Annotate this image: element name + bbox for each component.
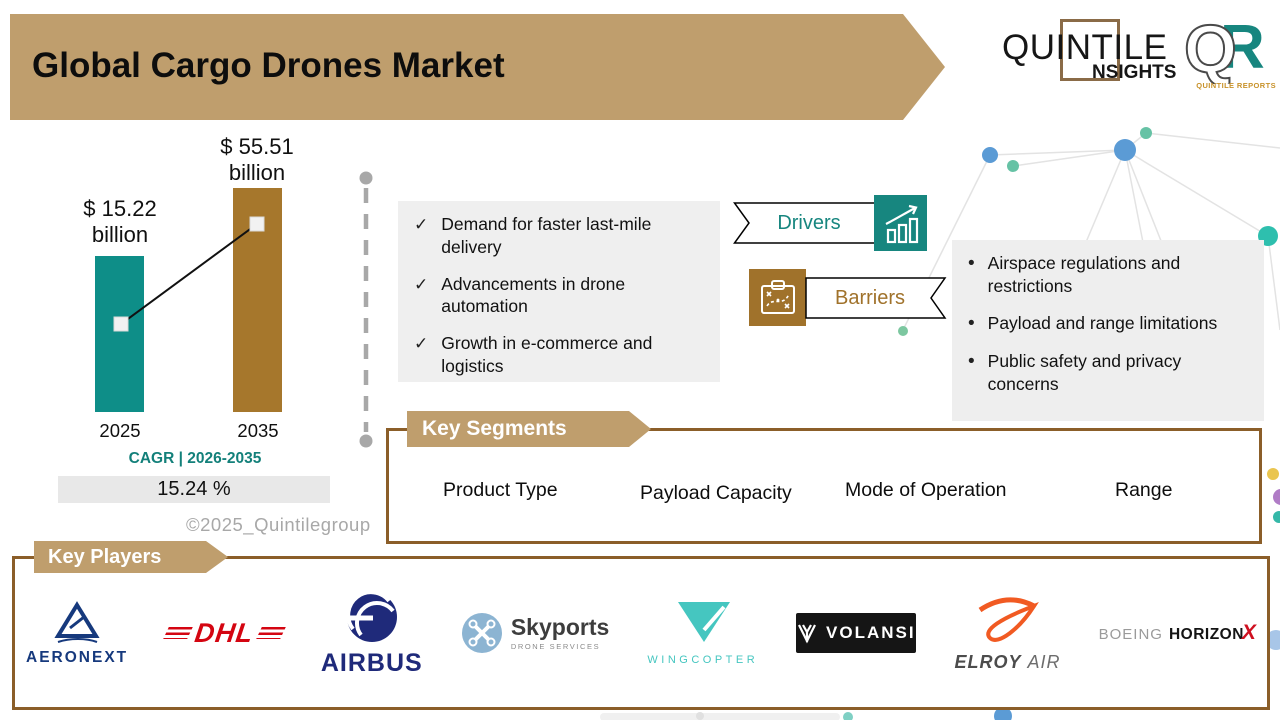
svg-text:R: R	[1220, 13, 1265, 82]
logo-airbus: AIRBUS	[321, 589, 423, 678]
value-label-2035: $ 55.51 billion	[220, 134, 294, 185]
logo-square-frame	[1060, 19, 1120, 81]
axis-label-2035: 2035	[237, 420, 279, 441]
volansi-v-icon	[798, 624, 817, 644]
logo-skyports: Skyports DRONE SERVICES	[461, 612, 609, 654]
bar-2025	[95, 256, 144, 412]
growth-chart-icon	[885, 204, 918, 244]
drivers-ribbon: Drivers	[733, 202, 877, 244]
cagr-value: 15.24 %	[58, 476, 330, 503]
quintile-reports-logo: R Q QUINTILE REPORTS	[1183, 8, 1276, 90]
barrier-item: Payload and range limitations	[968, 312, 1252, 337]
key-players-logos: AERONEXT DHL AIRBUS	[26, 568, 1256, 698]
qr-tagline: QUINTILE REPORTS	[1196, 81, 1276, 90]
key-segments-banner: Key Segments	[407, 411, 651, 447]
horizonx-x-mark: X	[1241, 621, 1256, 644]
logo-dhl: DHL	[163, 618, 286, 649]
qr-monogram-icon: R Q	[1183, 10, 1265, 88]
strategy-clipboard-icon	[760, 279, 795, 314]
barrier-item: Public safety and privacy concerns	[968, 350, 1252, 396]
quintile-insights-logo: QUINTILE NSIGHTS	[1002, 19, 1180, 100]
logo-aeronext: AERONEXT	[26, 600, 128, 667]
logo-elroy-air: ELROY AIR	[954, 594, 1060, 673]
driver-item: Advancements in drone automation	[414, 273, 708, 319]
logo-wingcopter: WINGCOPTER	[647, 600, 758, 666]
axis-label-2025: 2025	[99, 420, 141, 441]
insights-wordmark: NSIGHTS	[1092, 62, 1177, 83]
airbus-roundel-icon	[346, 589, 397, 642]
barrier-item: Airspace regulations and restrictions	[968, 252, 1252, 298]
bullet-icon	[968, 350, 975, 396]
key-players-banner: Key Players	[34, 541, 228, 573]
drivers-label: Drivers	[777, 212, 841, 234]
svg-text:Q: Q	[1184, 11, 1237, 84]
trend-line	[113, 216, 265, 332]
page-title: Global Cargo Drones Market	[32, 46, 505, 85]
drivers-list: Demand for faster last-mile delivery Adv…	[398, 201, 720, 382]
skyports-drone-icon	[461, 613, 502, 653]
wingcopter-triangle-icon	[677, 602, 730, 642]
copyright-watermark: ©2025_Quintilegroup	[186, 514, 371, 535]
barriers-label: Barriers	[834, 287, 905, 309]
logo-boeing-horizonx: BOEING HORIZON X	[1098, 621, 1256, 644]
key-players-box	[12, 556, 1270, 710]
barriers-list: Airspace regulations and restrictions Pa…	[952, 240, 1264, 421]
bullet-icon	[968, 252, 975, 298]
ribbon-shape	[733, 202, 877, 244]
logo-volansi: VOLANSI	[796, 613, 917, 653]
cagr-label: CAGR | 2026-2035	[128, 450, 262, 467]
value-label-2025: $ 15.22 billion	[83, 196, 157, 247]
segment-product-type: Product Type	[443, 479, 558, 501]
bullet-icon	[968, 312, 975, 337]
segment-payload-capacity: Payload Capacity	[640, 482, 792, 504]
dashed-divider	[359, 171, 373, 448]
segment-range: Range	[1115, 479, 1173, 501]
segment-mode-of-operation: Mode of Operation	[845, 479, 1007, 501]
dhl-stripes-icon	[255, 627, 286, 639]
ribbon-shape	[805, 277, 947, 319]
elroy-air-swoosh-icon	[979, 597, 1040, 642]
dhl-stripes-icon	[163, 627, 194, 639]
barriers-ribbon: Barriers	[805, 277, 947, 319]
header-banner: Global Cargo Drones Market	[10, 14, 945, 120]
driver-item: Demand for faster last-mile delivery	[414, 213, 708, 259]
drivers-icon-square	[874, 195, 927, 251]
checkmark-icon	[414, 213, 428, 259]
quintile-wordmark: QUINTILE	[1002, 28, 1168, 67]
checkmark-icon	[414, 332, 428, 378]
key-segments-box: Product Type Payload Capacity Mode of Op…	[386, 428, 1262, 544]
barriers-icon-square	[749, 269, 806, 326]
driver-item: Growth in e-commerce and logistics	[414, 332, 708, 378]
aeronext-triangle-icon	[54, 600, 100, 643]
checkmark-icon	[414, 273, 428, 319]
